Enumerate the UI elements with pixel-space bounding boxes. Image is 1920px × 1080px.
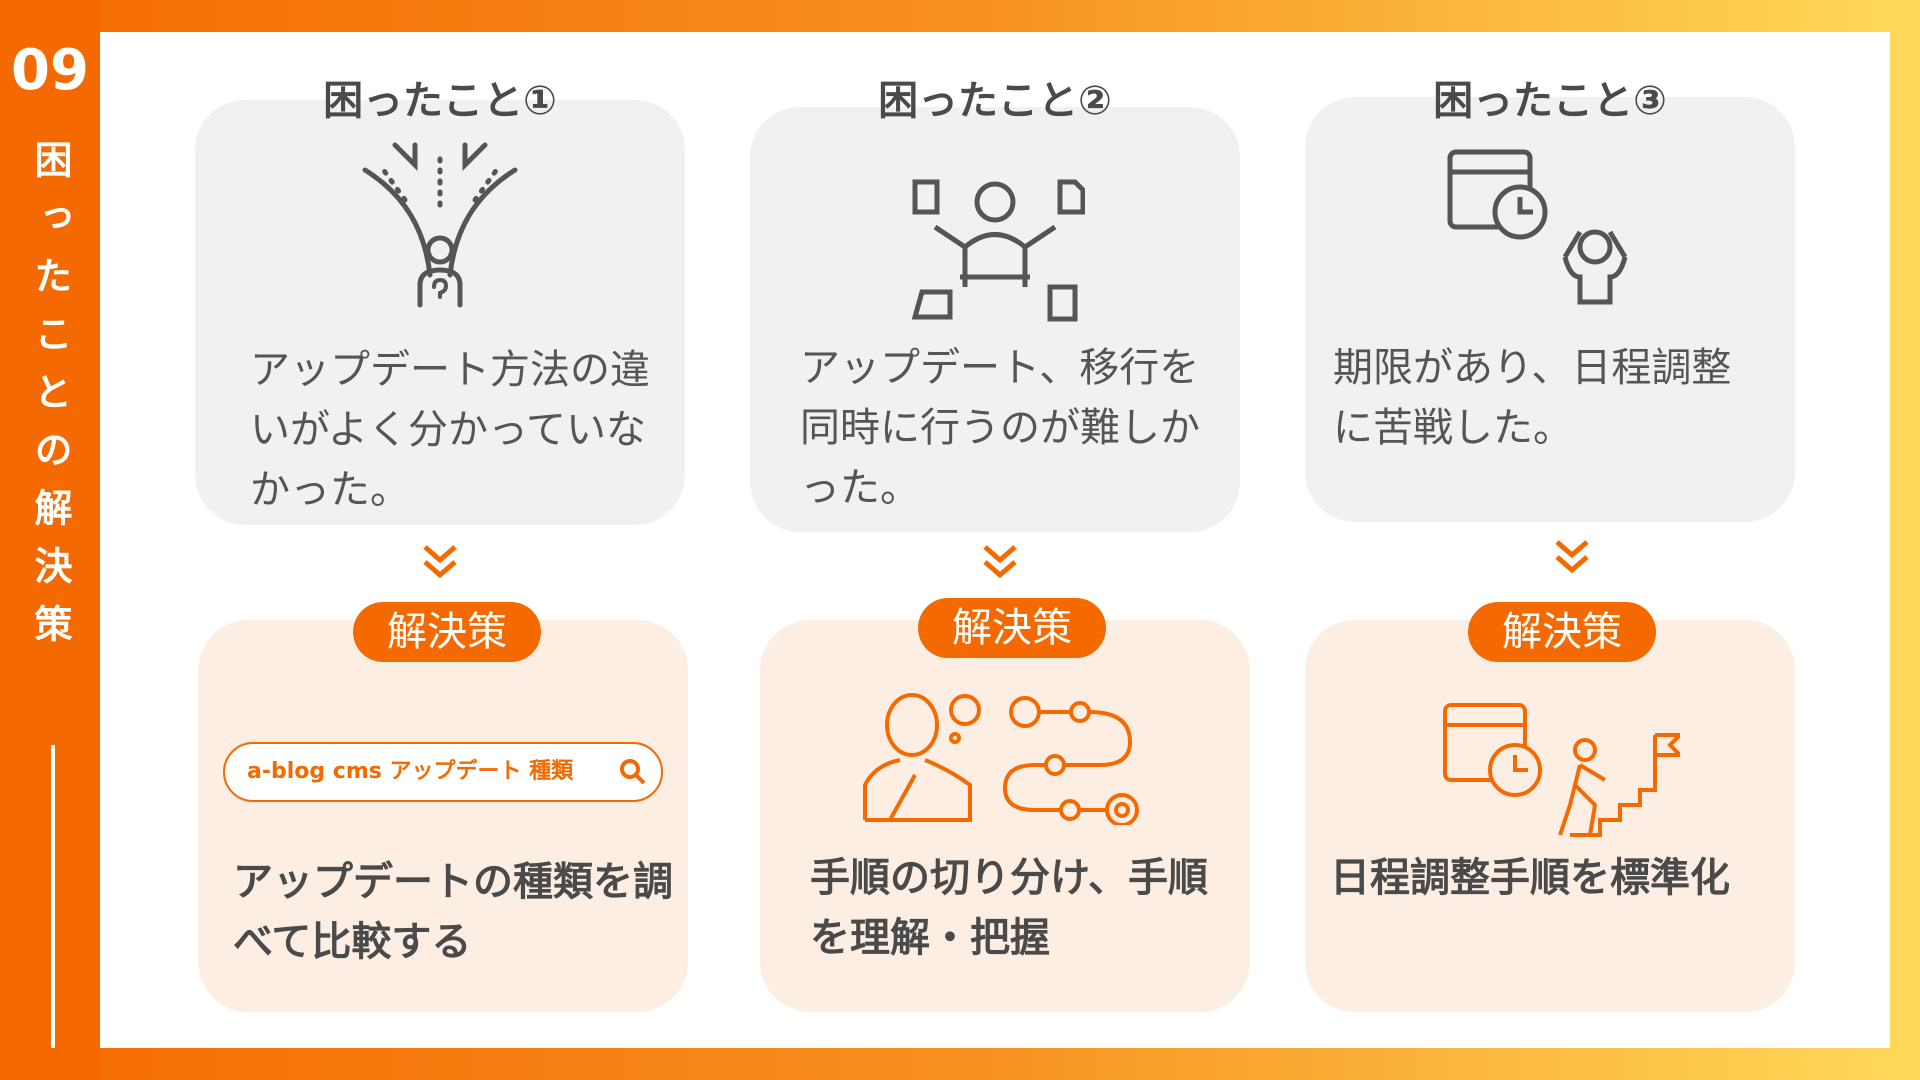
search-icon[interactable] [619, 758, 647, 786]
solution-card-3: 日程調整手順を標準化 [1305, 620, 1795, 1012]
content-panel: 困ったこと① アップデート方法の違いがよく分かっていなかった。 困ったこと② ア… [100, 32, 1890, 1048]
problem-card-1 [195, 100, 685, 525]
solution-badge-3: 解決策 [1468, 602, 1656, 662]
search-input[interactable]: a-blog cms アップデート 種類 [223, 742, 663, 802]
schedule-goal-icon [1443, 703, 1680, 837]
problem-title-3: 困ったこと③ [1433, 78, 1667, 124]
problem-text-2: アップデート、移行を同時に行うのが難しかった。 [800, 345, 1200, 511]
problem-text-3: 期限があり、日程調整に苦戦した。 [1333, 345, 1732, 451]
solution-card-1: a-blog cms アップデート 種類 アップデートの種類を調べて比較する [198, 620, 688, 1012]
confused-person-icon [362, 142, 518, 308]
deadline-stress-icon [1447, 149, 1628, 305]
process-thinking-icon [863, 693, 1139, 825]
section-number: 09 [11, 38, 89, 103]
problem-card-3 [1305, 97, 1795, 522]
solution-text-2: 手順の切り分け、手順を理解・把握 [810, 855, 1208, 961]
solution-card-2: 手順の切り分け、手順を理解・把握 [760, 620, 1250, 1012]
divider [51, 745, 55, 1048]
section-sidebar: 09 困ったことの解決策 [0, 0, 100, 1080]
solution-text-3: 日程調整手順を標準化 [1330, 855, 1730, 901]
multitasking-person-icon [911, 179, 1085, 322]
chevron-down-icon [423, 545, 457, 579]
solution-text-1: アップデートの種類を調べて比較する [233, 859, 673, 965]
problem-title-1: 困ったこと① [323, 78, 557, 124]
solution-badge-2: 解決策 [918, 598, 1106, 658]
search-text: a-blog cms アップデート 種類 [247, 759, 574, 784]
section-title: 困ったことの解決策 [28, 140, 72, 662]
chevron-down-icon [983, 545, 1017, 579]
solution-badge-1: 解決策 [353, 602, 541, 662]
problem-text-1: アップデート方法の違いがよく分かっていなかった。 [250, 347, 650, 513]
problem-title-2: 困ったこと② [878, 78, 1112, 124]
chevron-down-icon [1555, 540, 1589, 574]
problem-card-2 [750, 107, 1240, 532]
